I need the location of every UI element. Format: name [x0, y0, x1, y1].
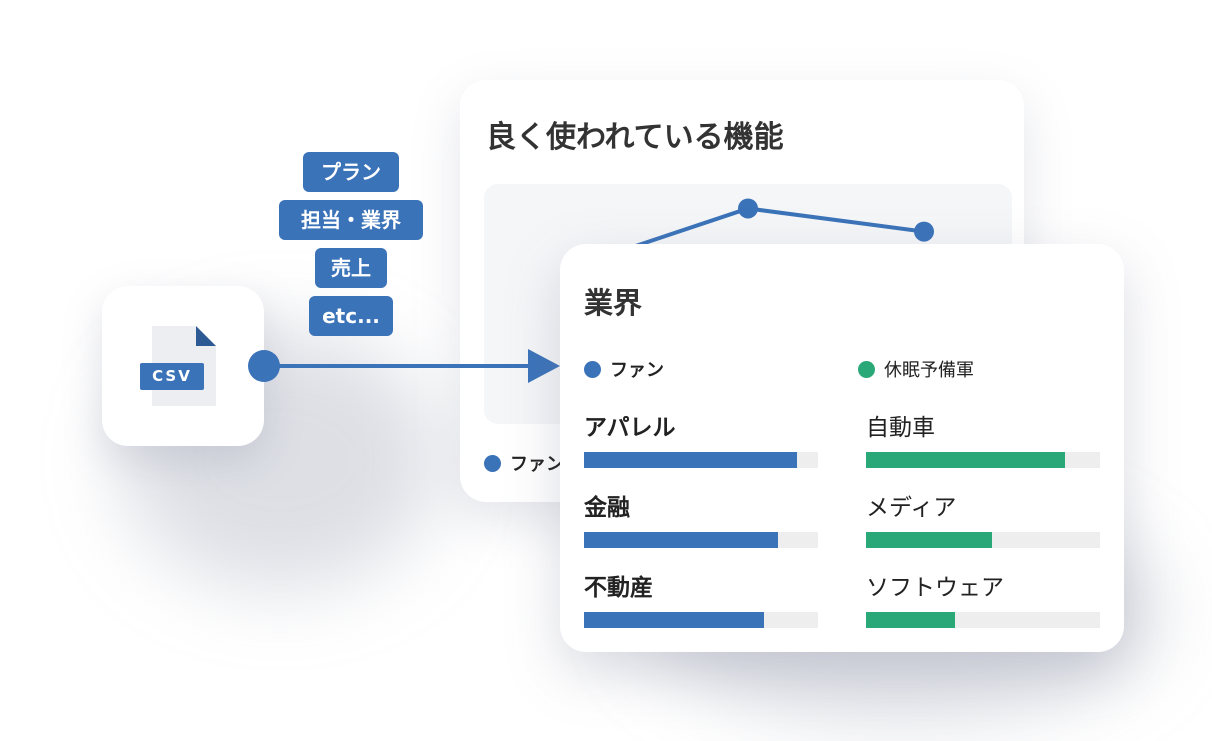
bar-track: [866, 452, 1100, 468]
fan-legend: ファン: [584, 356, 664, 382]
bar-track: [584, 612, 818, 628]
fan-legend-dot: [484, 454, 501, 472]
fan-legend-label: ファン: [610, 360, 664, 381]
tag-etc: etc...: [309, 296, 393, 336]
bar-label: ソフトウェア: [866, 575, 1004, 601]
csv-file-label: CSV: [140, 363, 204, 390]
fan-legend-label: ファン: [510, 454, 564, 475]
bar-label: アパレル: [584, 415, 676, 441]
bar-fill: [584, 612, 764, 628]
bar-label: 自動車: [866, 415, 935, 441]
bar-fill: [584, 532, 778, 548]
usage-legend: ファン: [484, 450, 564, 476]
bar-fill: [584, 452, 797, 468]
fan-series-point: [914, 221, 934, 242]
bar-fill: [866, 532, 992, 548]
fan-series-point: [738, 198, 758, 219]
bar-track: [584, 452, 818, 468]
bar-track: [866, 532, 1100, 548]
fan-legend-dot: [584, 360, 601, 378]
tag-sales: 売上: [315, 248, 387, 288]
tag-assignee-industry: 担当・業界: [279, 200, 423, 240]
usage-card-title: 良く使われている機能: [486, 120, 784, 155]
bar-label: 不動産: [584, 575, 653, 601]
tag-plan: プラン: [303, 152, 399, 192]
dormant-legend-dot: [858, 360, 875, 378]
bar-fill: [866, 452, 1065, 468]
industry-card-title: 業界: [584, 286, 643, 320]
bar-label: メディア: [866, 495, 957, 521]
industry-card: 業界 ファン 休眠予備軍 アパレル 金融 不動産 自動車 メディア: [560, 244, 1124, 652]
dormant-legend-label: 休眠予備軍: [884, 360, 974, 381]
bar-label: 金融: [584, 495, 630, 521]
dormant-legend: 休眠予備軍: [858, 356, 974, 382]
csv-source-card: CSV: [102, 286, 264, 446]
bar-track: [584, 532, 818, 548]
bar-track: [866, 612, 1100, 628]
bar-fill: [866, 612, 955, 628]
